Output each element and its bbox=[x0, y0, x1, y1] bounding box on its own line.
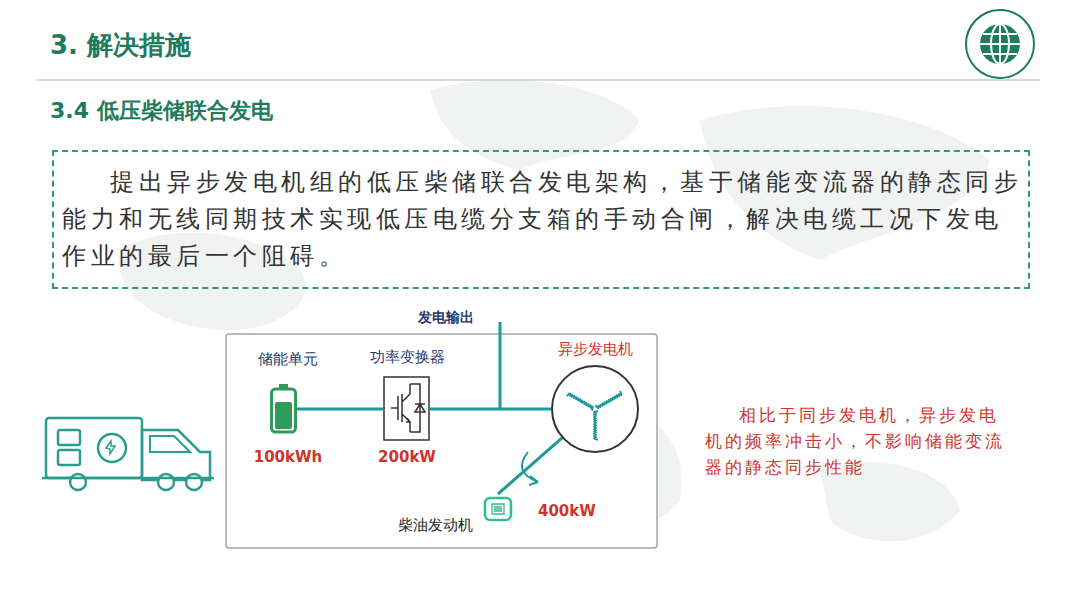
rating-value: 200kW bbox=[362, 448, 452, 466]
part-name: 储能单元 bbox=[248, 350, 328, 369]
generator-symbol bbox=[551, 365, 639, 453]
part-name: 柴油发动机 bbox=[398, 516, 482, 535]
generator-truck bbox=[42, 418, 214, 490]
section-heading: 3.4 低压柴储联合发电 bbox=[50, 96, 273, 126]
output-line bbox=[499, 322, 502, 409]
diesel-engine: 柴油发动机 400kW bbox=[398, 494, 598, 540]
header-rule bbox=[36, 79, 1040, 81]
part-name: 功率变换器 bbox=[362, 348, 452, 367]
rating-value: 100kWh bbox=[248, 448, 328, 466]
power-bus bbox=[297, 408, 383, 411]
power-converter: 功率变换器 200kW bbox=[362, 348, 452, 470]
converter-symbol bbox=[383, 376, 430, 441]
company-logo bbox=[966, 10, 1034, 78]
rating-value: 400kW bbox=[538, 502, 598, 520]
slide-title: 3. 解决措施 bbox=[50, 28, 191, 63]
note-text: 相比于同步发电机，异步发电机的频率冲击小，不影响储能变流器的静态同步性能 bbox=[705, 402, 1017, 480]
engine-symbol bbox=[483, 494, 513, 524]
summary-box: 提出异步发电机组的低压柴储联合发电架构，基于储能变流器的静态同步能力和无线同期技… bbox=[52, 150, 1030, 289]
storage-unit: 储能单元 100kWh bbox=[248, 350, 328, 472]
summary-text: 提出异步发电机组的低压柴储联合发电架构，基于储能变流器的静态同步能力和无线同期技… bbox=[62, 164, 1022, 275]
induction-generator: 异步发电机 bbox=[540, 340, 650, 455]
power-bus bbox=[430, 408, 551, 411]
battery-symbol bbox=[270, 384, 297, 434]
drive-shaft bbox=[498, 437, 563, 494]
output-label: 发电输出 bbox=[418, 309, 474, 327]
rotation-arrowhead bbox=[529, 476, 538, 485]
part-name: 异步发电机 bbox=[540, 340, 650, 359]
diagram-frame bbox=[226, 334, 657, 548]
